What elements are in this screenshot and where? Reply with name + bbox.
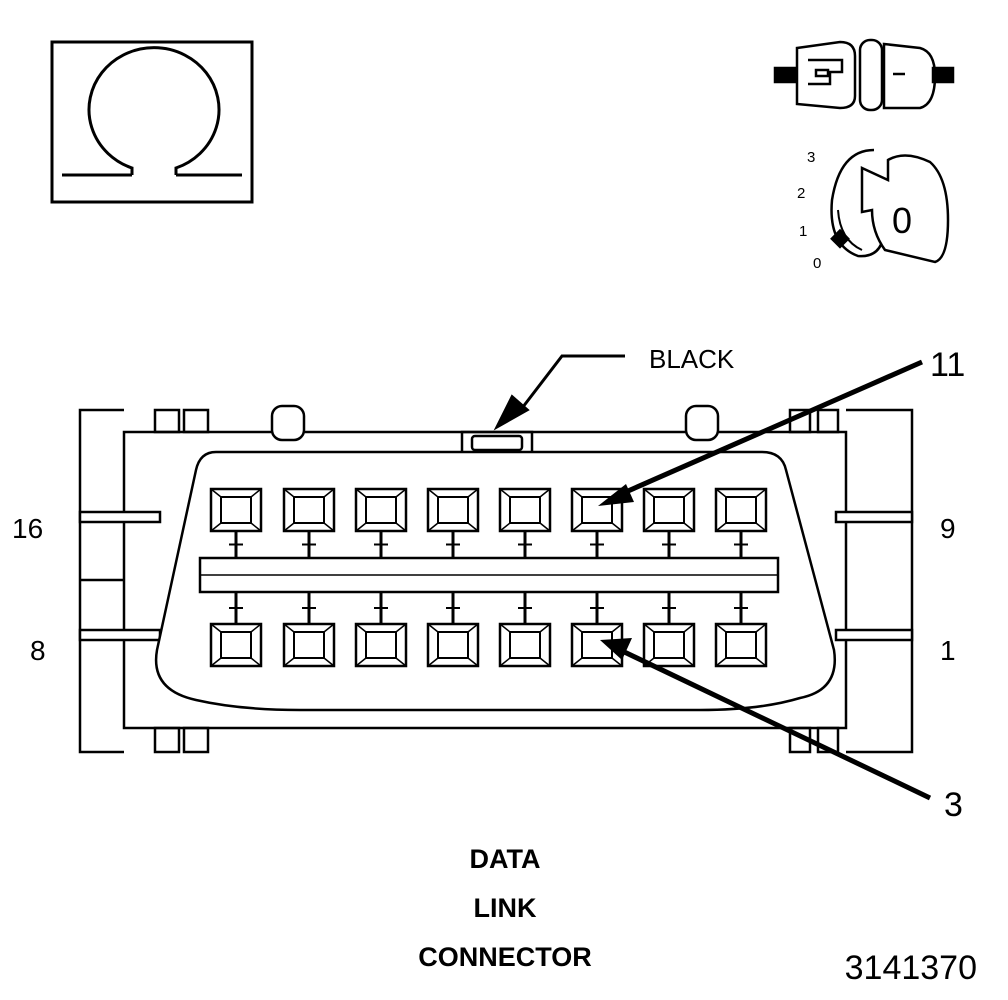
pin-terminal-upper-2 (282, 487, 336, 558)
pin-terminal-upper-8 (714, 487, 768, 558)
pin-8-label: 8 (30, 635, 46, 666)
pin-terminal-lower-1 (209, 592, 263, 668)
connector-title-line-1: DATA (470, 844, 541, 874)
pin-11-callout: 11 (930, 346, 965, 384)
pin-terminal-upper-5 (498, 487, 552, 558)
pin-terminal-lower-5 (498, 592, 552, 668)
ohm-meter-icon (50, 40, 254, 204)
pin-11-leader (598, 359, 924, 506)
pin-terminal-lower-7 (642, 592, 696, 668)
pin-3-leader (600, 638, 932, 801)
pin-terminal-upper-7 (642, 487, 696, 558)
connector-title-line-2: LINK (474, 893, 537, 923)
center-rail (198, 556, 780, 594)
black-color-leader (493, 354, 625, 431)
pin-16-label: 16 (12, 513, 43, 544)
connector-disconnected-icon (773, 38, 955, 112)
connector-housing (78, 404, 914, 754)
pin-terminal-lower-8 (714, 592, 768, 668)
pin-terminal-lower-2 (282, 592, 336, 668)
pin-terminal-lower-6 (570, 592, 624, 668)
figure-id: 3141370 (845, 949, 977, 987)
ignition-position-0: 0 (813, 255, 821, 272)
pin-row-upper (209, 487, 768, 558)
pin-terminal-lower-3 (354, 592, 408, 668)
connector-title-line-3: CONNECTOR (418, 942, 592, 972)
pin-1-label: 1 (940, 635, 956, 666)
ignition-key-label: 0 (892, 200, 912, 241)
pin-terminal-upper-3 (354, 487, 408, 558)
connector-color-label: BLACK (649, 344, 735, 374)
pin-9-label: 9 (940, 513, 956, 544)
pin-terminal-upper-4 (426, 487, 480, 558)
pin-terminal-upper-1 (209, 487, 263, 558)
pin-terminal-upper-6 (570, 487, 624, 558)
pin-3-callout: 3 (944, 786, 963, 824)
pin-terminal-lower-4 (426, 592, 480, 668)
ignition-switch-icon (830, 148, 950, 264)
ignition-position-1: 1 (799, 223, 807, 240)
ignition-position-2: 2 (797, 185, 805, 202)
ignition-position-3: 3 (807, 149, 815, 166)
pin-row-lower (209, 592, 768, 668)
